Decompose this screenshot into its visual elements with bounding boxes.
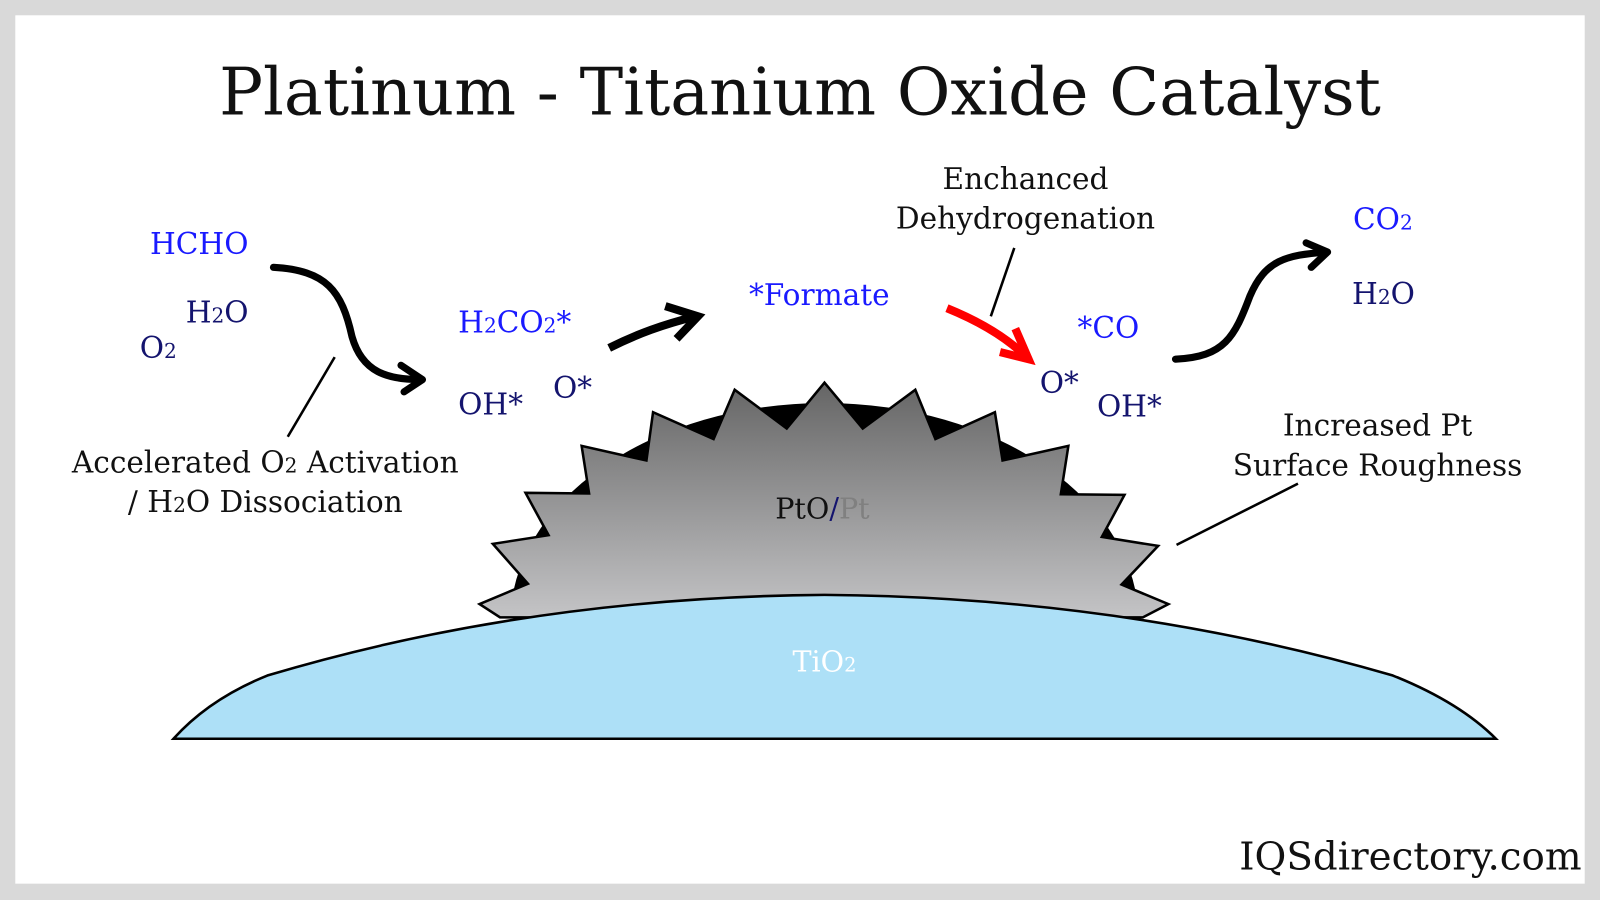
label-oh-right: OH* [1097,389,1162,423]
pt-label: PtO/Pt [775,491,870,525]
label-o-right: O* [1040,366,1079,400]
arrow-dehydrogenation [945,304,1036,366]
arrow-hcho-adsorption [269,263,427,396]
annotation-enhanced-2: Dehydrogenation [896,202,1155,236]
diagram-title: Platinum - Titanium Oxide Catalyst [219,54,1381,130]
pointer-accelerated [286,356,336,438]
annotation-accelerated-1: Accelerated O2 Activation [71,445,459,479]
label-o2-left: O2 [140,331,177,365]
label-h2o-left: H2O [186,295,249,329]
arrow-to-formate [607,302,706,352]
label-h2co2: H2CO2* [458,306,571,340]
arrow-desorption [1171,239,1332,363]
annotation-roughness-2: Surface Roughness [1233,449,1523,483]
annotation-accelerated-2: / H2O Dissociation [128,485,403,519]
pointer-roughness [1175,482,1299,547]
annotation-roughness-1: Increased Pt [1283,409,1472,443]
annotation-enhanced-1: Enchanced [943,162,1109,196]
watermark: IQSdirectory.com [1239,834,1581,879]
label-co-star: *CO [1078,311,1140,345]
label-o-left: O* [553,371,592,405]
label-oh-left: OH* [458,387,523,421]
label-h2o-right: H2O [1352,277,1415,311]
label-formate: *Formate [749,278,890,312]
pt-particle [476,380,1172,619]
label-hcho: HCHO [150,227,248,261]
pointer-enhanced [989,247,1016,317]
tio2-label: TiO2 [793,644,857,678]
tio2-support [170,593,1499,741]
pt-rough-surface [476,380,1172,619]
label-co2-right: CO2 [1353,203,1413,237]
